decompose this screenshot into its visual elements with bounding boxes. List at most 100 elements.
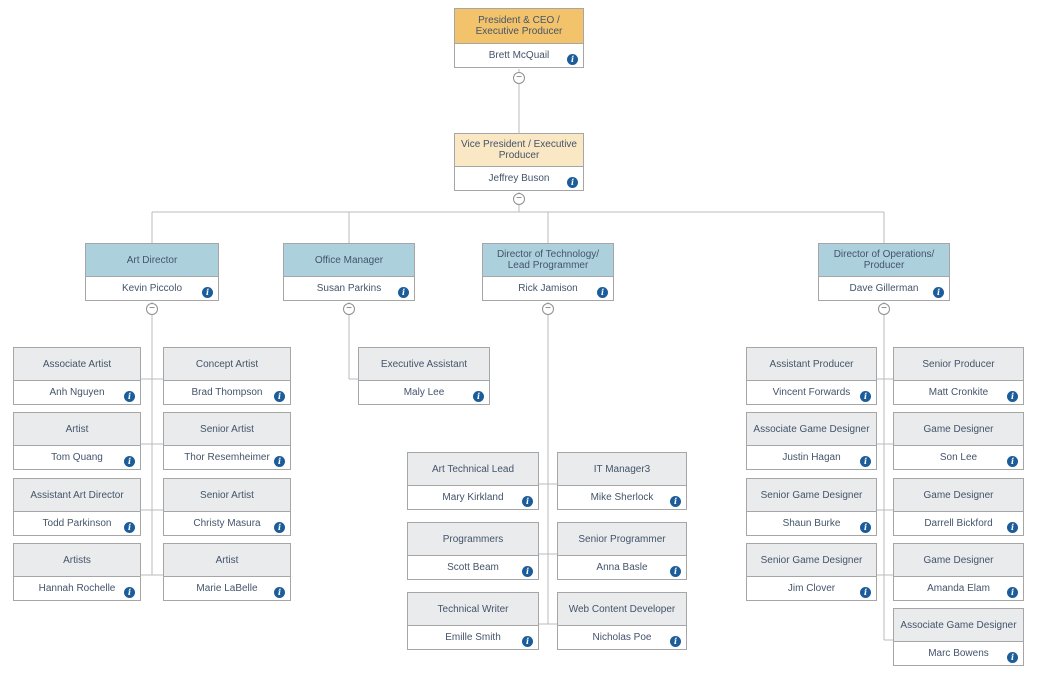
- org-node[interactable]: Web Content Developer Nicholas Poe i: [557, 592, 687, 650]
- node-title: Assistant Art Director: [14, 479, 140, 512]
- org-node[interactable]: Artist Marie LaBelle i: [163, 543, 291, 601]
- node-person-name: Vincent Forwards: [772, 387, 851, 398]
- node-title: Artists: [14, 544, 140, 577]
- info-icon[interactable]: i: [1007, 522, 1018, 533]
- info-icon[interactable]: i: [860, 391, 871, 402]
- node-title: President & CEO / Executive Producer: [455, 9, 583, 44]
- org-node[interactable]: Game Designer Son Lee i: [893, 412, 1024, 470]
- info-icon[interactable]: i: [473, 391, 484, 402]
- node-title: Executive Assistant: [359, 348, 489, 381]
- org-node[interactable]: Senior Artist Thor Resemheimer i: [163, 412, 291, 470]
- node-title: Technical Writer: [408, 593, 538, 626]
- info-icon[interactable]: i: [274, 587, 285, 598]
- org-node-tech-director[interactable]: Director of Technology/ Lead Programmer …: [482, 243, 614, 301]
- org-node[interactable]: Assistant Producer Vincent Forwards i: [746, 347, 877, 405]
- org-node[interactable]: Senior Game Designer Jim Clover i: [746, 543, 877, 601]
- info-icon[interactable]: i: [1007, 587, 1018, 598]
- org-node[interactable]: Programmers Scott Beam i: [407, 522, 539, 580]
- org-node[interactable]: Technical Writer Emille Smith i: [407, 592, 539, 650]
- collapse-button[interactable]: −: [146, 303, 158, 315]
- org-node[interactable]: Senior Producer Matt Cronkite i: [893, 347, 1024, 405]
- node-title: Game Designer: [894, 544, 1023, 577]
- org-node[interactable]: IT Manager3 Mike Sherlock i: [557, 452, 687, 510]
- node-person-name: Brett McQuail: [488, 50, 550, 61]
- info-icon[interactable]: i: [522, 496, 533, 507]
- info-icon[interactable]: i: [933, 287, 944, 298]
- info-icon[interactable]: i: [567, 54, 578, 65]
- info-icon[interactable]: i: [670, 636, 681, 647]
- node-title: Concept Artist: [164, 348, 290, 381]
- info-icon[interactable]: i: [1007, 652, 1018, 663]
- info-icon[interactable]: i: [860, 456, 871, 467]
- info-icon[interactable]: i: [670, 566, 681, 577]
- collapse-button[interactable]: −: [513, 193, 525, 205]
- org-node[interactable]: Art Technical Lead Mary Kirkland i: [407, 452, 539, 510]
- node-person-name: Marc Bowens: [928, 648, 989, 659]
- org-node[interactable]: Artist Tom Quang i: [13, 412, 141, 470]
- node-title: Associate Game Designer: [894, 609, 1023, 642]
- org-node[interactable]: Game Designer Darrell Bickford i: [893, 478, 1024, 536]
- org-node[interactable]: Associate Game Designer Marc Bowens i: [893, 608, 1024, 666]
- node-person-name: Son Lee: [939, 452, 978, 463]
- info-icon[interactable]: i: [398, 287, 409, 298]
- org-node-vp[interactable]: Vice President / Executive Producer Jeff…: [454, 133, 584, 191]
- org-node[interactable]: Artists Hannah Rochelle i: [13, 543, 141, 601]
- node-person-name: Emille Smith: [445, 632, 501, 643]
- info-icon[interactable]: i: [597, 287, 608, 298]
- node-title: Senior Producer: [894, 348, 1023, 381]
- org-node[interactable]: Game Designer Amanda Elam i: [893, 543, 1024, 601]
- node-title: Art Technical Lead: [408, 453, 538, 486]
- info-icon[interactable]: i: [274, 391, 285, 402]
- info-icon[interactable]: i: [124, 522, 135, 533]
- info-icon[interactable]: i: [124, 391, 135, 402]
- org-node[interactable]: Associate Artist Anh Nguyen i: [13, 347, 141, 405]
- node-person-name: Brad Thompson: [191, 387, 263, 398]
- node-title: Artist: [14, 413, 140, 446]
- org-node-art-director[interactable]: Art Director Kevin Piccolo i: [85, 243, 219, 301]
- node-title: Senior Game Designer: [747, 544, 876, 577]
- org-node[interactable]: Assistant Art Director Todd Parkinson i: [13, 478, 141, 536]
- info-icon[interactable]: i: [522, 566, 533, 577]
- info-icon[interactable]: i: [860, 587, 871, 598]
- org-node[interactable]: Concept Artist Brad Thompson i: [163, 347, 291, 405]
- node-person-name: Jeffrey Buson: [488, 173, 550, 184]
- org-node[interactable]: Senior Game Designer Shaun Burke i: [746, 478, 877, 536]
- node-title: Associate Game Designer: [747, 413, 876, 446]
- collapse-button[interactable]: −: [513, 72, 525, 84]
- node-title: Vice President / Executive Producer: [455, 134, 583, 167]
- node-title: Web Content Developer: [558, 593, 686, 626]
- collapse-button[interactable]: −: [542, 303, 554, 315]
- info-icon[interactable]: i: [1007, 456, 1018, 467]
- info-icon[interactable]: i: [860, 522, 871, 533]
- info-icon[interactable]: i: [670, 496, 681, 507]
- info-icon[interactable]: i: [202, 287, 213, 298]
- info-icon[interactable]: i: [274, 456, 285, 467]
- node-title: Director of Technology/ Lead Programmer: [483, 244, 613, 277]
- org-node-ops-director[interactable]: Director of Operations/ Producer Dave Gi…: [818, 243, 950, 301]
- node-person-name: Amanda Elam: [927, 583, 990, 594]
- node-person-name: Christy Masura: [193, 518, 261, 529]
- info-icon[interactable]: i: [567, 177, 578, 188]
- collapse-button[interactable]: −: [878, 303, 890, 315]
- info-icon[interactable]: i: [124, 587, 135, 598]
- org-node-office-manager[interactable]: Office Manager Susan Parkins i: [283, 243, 415, 301]
- collapse-button[interactable]: −: [343, 303, 355, 315]
- org-node[interactable]: Associate Game Designer Justin Hagan i: [746, 412, 877, 470]
- info-icon[interactable]: i: [1007, 391, 1018, 402]
- org-node[interactable]: Senior Artist Christy Masura i: [163, 478, 291, 536]
- node-title: Office Manager: [284, 244, 414, 277]
- org-node[interactable]: Senior Programmer Anna Basle i: [557, 522, 687, 580]
- info-icon[interactable]: i: [124, 456, 135, 467]
- node-person-name: Mike Sherlock: [590, 492, 654, 503]
- node-title: Associate Artist: [14, 348, 140, 381]
- org-node-ceo[interactable]: President & CEO / Executive Producer Bre…: [454, 8, 584, 68]
- org-node[interactable]: Executive Assistant Maly Lee i: [358, 347, 490, 405]
- node-title: Director of Operations/ Producer: [819, 244, 949, 277]
- info-icon[interactable]: i: [522, 636, 533, 647]
- info-icon[interactable]: i: [274, 522, 285, 533]
- node-title: Artist: [164, 544, 290, 577]
- node-person-name: Shaun Burke: [782, 518, 841, 529]
- node-person-name: Dave Gillerman: [849, 283, 919, 294]
- node-person-name: Anna Basle: [596, 562, 648, 573]
